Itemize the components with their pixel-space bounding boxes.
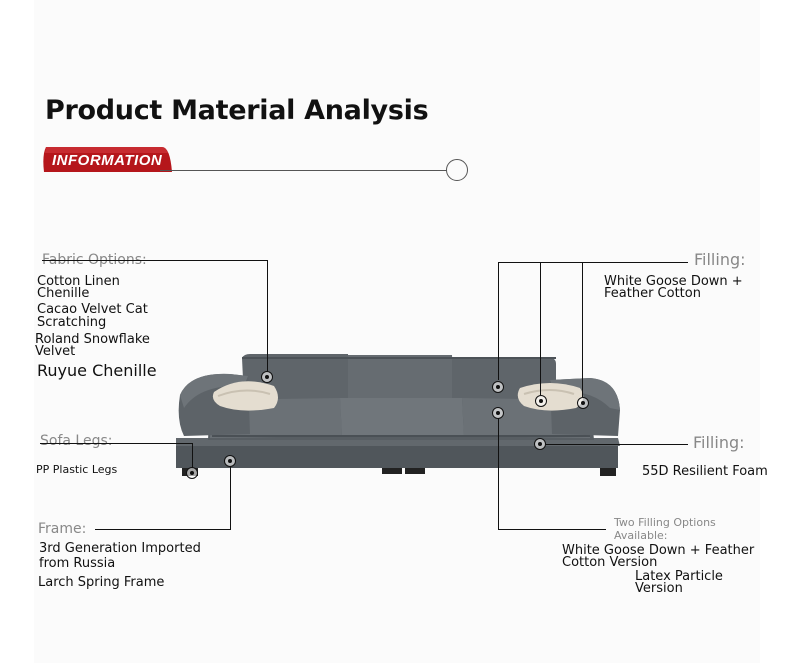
- hotspot-marker-icon: [534, 438, 546, 450]
- hotspot-marker-icon: [186, 467, 198, 479]
- frame-line: 3rd Generation Imported: [39, 541, 201, 556]
- fabric-option: Velvet: [35, 344, 76, 359]
- sofa-legs-heading: Sofa Legs:: [40, 433, 113, 449]
- legs-connector-h: [40, 443, 192, 444]
- info-circle-icon: [446, 159, 468, 181]
- options-connector-h: [498, 529, 606, 530]
- filling-top-connector-v3: [582, 262, 583, 397]
- fabric-connector-v: [267, 260, 268, 371]
- filling-top-line: White Goose Down +: [604, 274, 743, 289]
- frame-connector-v: [230, 467, 231, 530]
- legs-connector-v: [192, 443, 193, 473]
- fabric-option: Roland Snowflake: [35, 332, 150, 347]
- frame-heading: Frame:: [38, 521, 87, 537]
- information-divider: [160, 170, 450, 171]
- information-badge: INFORMATION: [42, 145, 173, 172]
- options-connector-v: [498, 418, 499, 530]
- options-item: Cotton Version: [562, 555, 658, 570]
- badge-label: INFORMATION: [52, 152, 163, 169]
- filling-top-connector-v2: [540, 262, 541, 395]
- hotspot-marker-icon: [577, 397, 589, 409]
- badge-shape-icon: [43, 147, 173, 172]
- options-item: Latex Particle: [635, 569, 723, 584]
- options-heading: Two Filling Options: [614, 516, 716, 529]
- fabric-option: Chenille: [37, 286, 90, 301]
- fabric-option: Cotton Linen: [37, 274, 120, 289]
- sofa-image: [176, 354, 620, 476]
- fabric-option: Ruyue Chenille: [37, 361, 157, 380]
- page-title: Product Material Analysis: [45, 95, 429, 126]
- filling-top-line: Feather Cotton: [604, 286, 701, 301]
- fabric-connector-h: [42, 260, 268, 261]
- hotspot-marker-icon: [224, 455, 236, 467]
- filling-top-connector-v1: [498, 262, 499, 380]
- options-item: Version: [635, 581, 683, 596]
- filling-mid-heading: Filling:: [693, 433, 745, 452]
- frame-line: from Russia: [39, 556, 116, 571]
- hotspot-marker-icon: [492, 381, 504, 393]
- filling-mid-value: 55D Resilient Foam: [642, 464, 768, 479]
- hotspot-marker-icon: [261, 371, 273, 383]
- hotspot-marker-icon: [492, 407, 504, 419]
- hotspot-marker-icon: [535, 395, 547, 407]
- options-heading: Available:: [614, 529, 668, 542]
- filling-top-heading: Filling:: [694, 250, 746, 269]
- fabric-option: Scratching: [37, 315, 107, 330]
- sofa-legs-value: PP Plastic Legs: [36, 463, 118, 476]
- background-panel: [34, 0, 760, 663]
- options-item: White Goose Down + Feather: [562, 543, 755, 558]
- frame-line: Larch Spring Frame: [38, 575, 165, 590]
- filling-top-connector-h: [498, 262, 688, 263]
- frame-connector-h: [95, 529, 230, 530]
- filling-mid-connector-h: [546, 444, 688, 445]
- fabric-option: Cacao Velvet Cat: [37, 302, 148, 317]
